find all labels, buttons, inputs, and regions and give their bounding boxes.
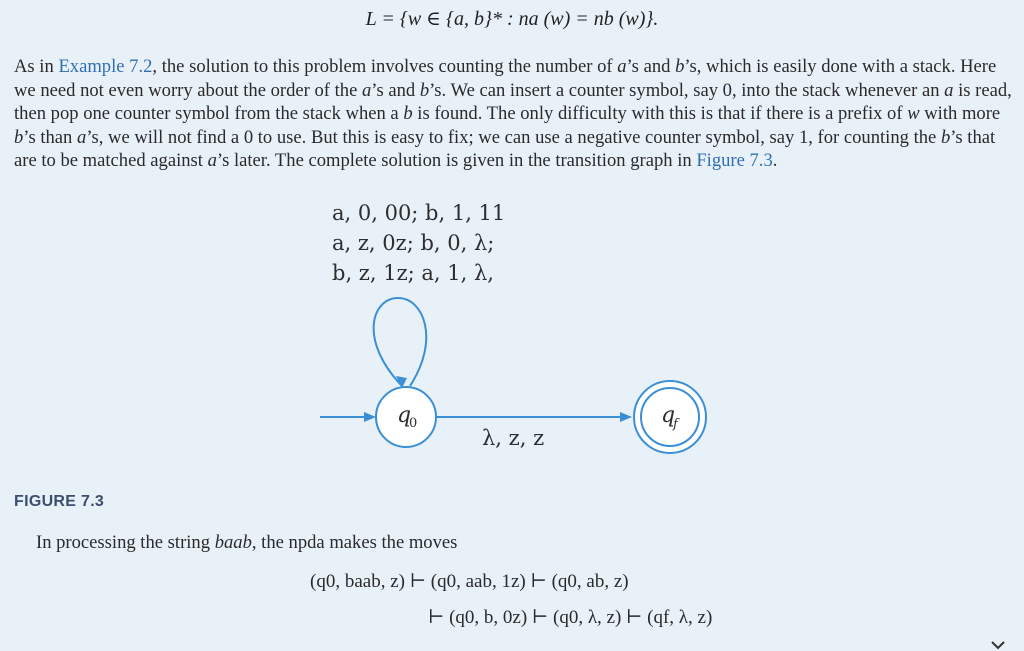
symbol-b: b bbox=[940, 126, 951, 148]
move-line-1: (q0, baab, z) ⊢ (q0, aab, 1z) ⊢ (q0, ab,… bbox=[310, 571, 629, 592]
symbol-b: b bbox=[419, 79, 430, 101]
text-segment: is found. The only difficulty with this … bbox=[412, 103, 908, 125]
start-arrow bbox=[320, 412, 376, 422]
loop-label-line-1: a, 0, 00; b, 1, 11 bbox=[332, 201, 505, 225]
text-segment: is read, then pop one counter symbol fro… bbox=[14, 79, 1012, 125]
text-segment: ’s that are to be matched against bbox=[14, 126, 996, 172]
text-segment: As in bbox=[14, 56, 59, 77]
figure-7-3-link[interactable]: Figure 7.3 bbox=[696, 150, 773, 172]
text-segment: ’s. We can insert a counter symbol, say … bbox=[429, 79, 945, 101]
text-segment: ’s later. The complete solution is given… bbox=[216, 150, 697, 172]
text-segment: ’s, which is easily done with a stack. H… bbox=[14, 56, 997, 101]
text-segment: ’s than bbox=[23, 126, 78, 148]
text-segment: In processing the string bbox=[36, 532, 215, 553]
state-q0: q 0 bbox=[375, 386, 437, 448]
processing-sentence: In processing the string baab, the npda … bbox=[36, 532, 457, 554]
svg-text:q: q bbox=[661, 403, 675, 428]
text-segment: . bbox=[772, 150, 778, 172]
self-loop-edge bbox=[372, 296, 428, 388]
symbol-w: w bbox=[907, 103, 920, 125]
symbol-b: b bbox=[675, 56, 685, 77]
symbol-b: b bbox=[14, 126, 24, 148]
move-line-2: ⊢ (q0, b, 0z) ⊢ (q0, λ, z) ⊢ (qf, λ, z) bbox=[428, 607, 713, 628]
symbol-b: b bbox=[403, 103, 413, 125]
explanation-paragraph: As in Example 7.2, the solution to this … bbox=[14, 55, 1018, 173]
symbol-a: a bbox=[207, 150, 217, 172]
symbol-a: a bbox=[944, 79, 954, 101]
edge-label: λ, z, z bbox=[482, 426, 544, 450]
svg-text:q: q bbox=[397, 403, 411, 428]
symbol-a: a bbox=[362, 79, 372, 101]
symbol-a: a bbox=[77, 126, 87, 148]
text-segment: ’s, we will not find a 0 to use. But thi… bbox=[86, 126, 941, 148]
symbol-a: a bbox=[617, 56, 627, 77]
text-segment: , the npda makes the moves bbox=[251, 532, 458, 553]
loop-label-line-3: b, z, 1z; a, 1, λ, bbox=[332, 261, 494, 285]
svg-text:f: f bbox=[672, 417, 680, 432]
loop-label-line-2: a, z, 0z; b, 0, λ; bbox=[332, 231, 494, 255]
example-7-2-link[interactable]: Example 7.2 bbox=[58, 56, 153, 77]
language-definition-formula: L = {w ∈ {a, b}* : na (w) = nb (w)}. bbox=[365, 8, 659, 30]
text-segment: , the solution to this problem involves … bbox=[152, 56, 618, 77]
svg-text:0: 0 bbox=[409, 416, 417, 431]
text-segment: with more bbox=[919, 103, 1001, 125]
input-string: baab bbox=[214, 532, 252, 553]
text-segment: ’s and bbox=[371, 79, 420, 101]
figure-caption-label: FIGURE 7.3 bbox=[14, 493, 105, 510]
chevron-down-icon[interactable] bbox=[990, 639, 1006, 651]
text-segment: ’s and bbox=[626, 56, 676, 77]
transition-graph: a, 0, 00; b, 1, 11 a, z, 0z; b, 0, λ; b,… bbox=[320, 201, 707, 454]
transition-edge-q0-qf bbox=[436, 412, 632, 422]
state-qf-accepting: q f bbox=[633, 380, 707, 454]
